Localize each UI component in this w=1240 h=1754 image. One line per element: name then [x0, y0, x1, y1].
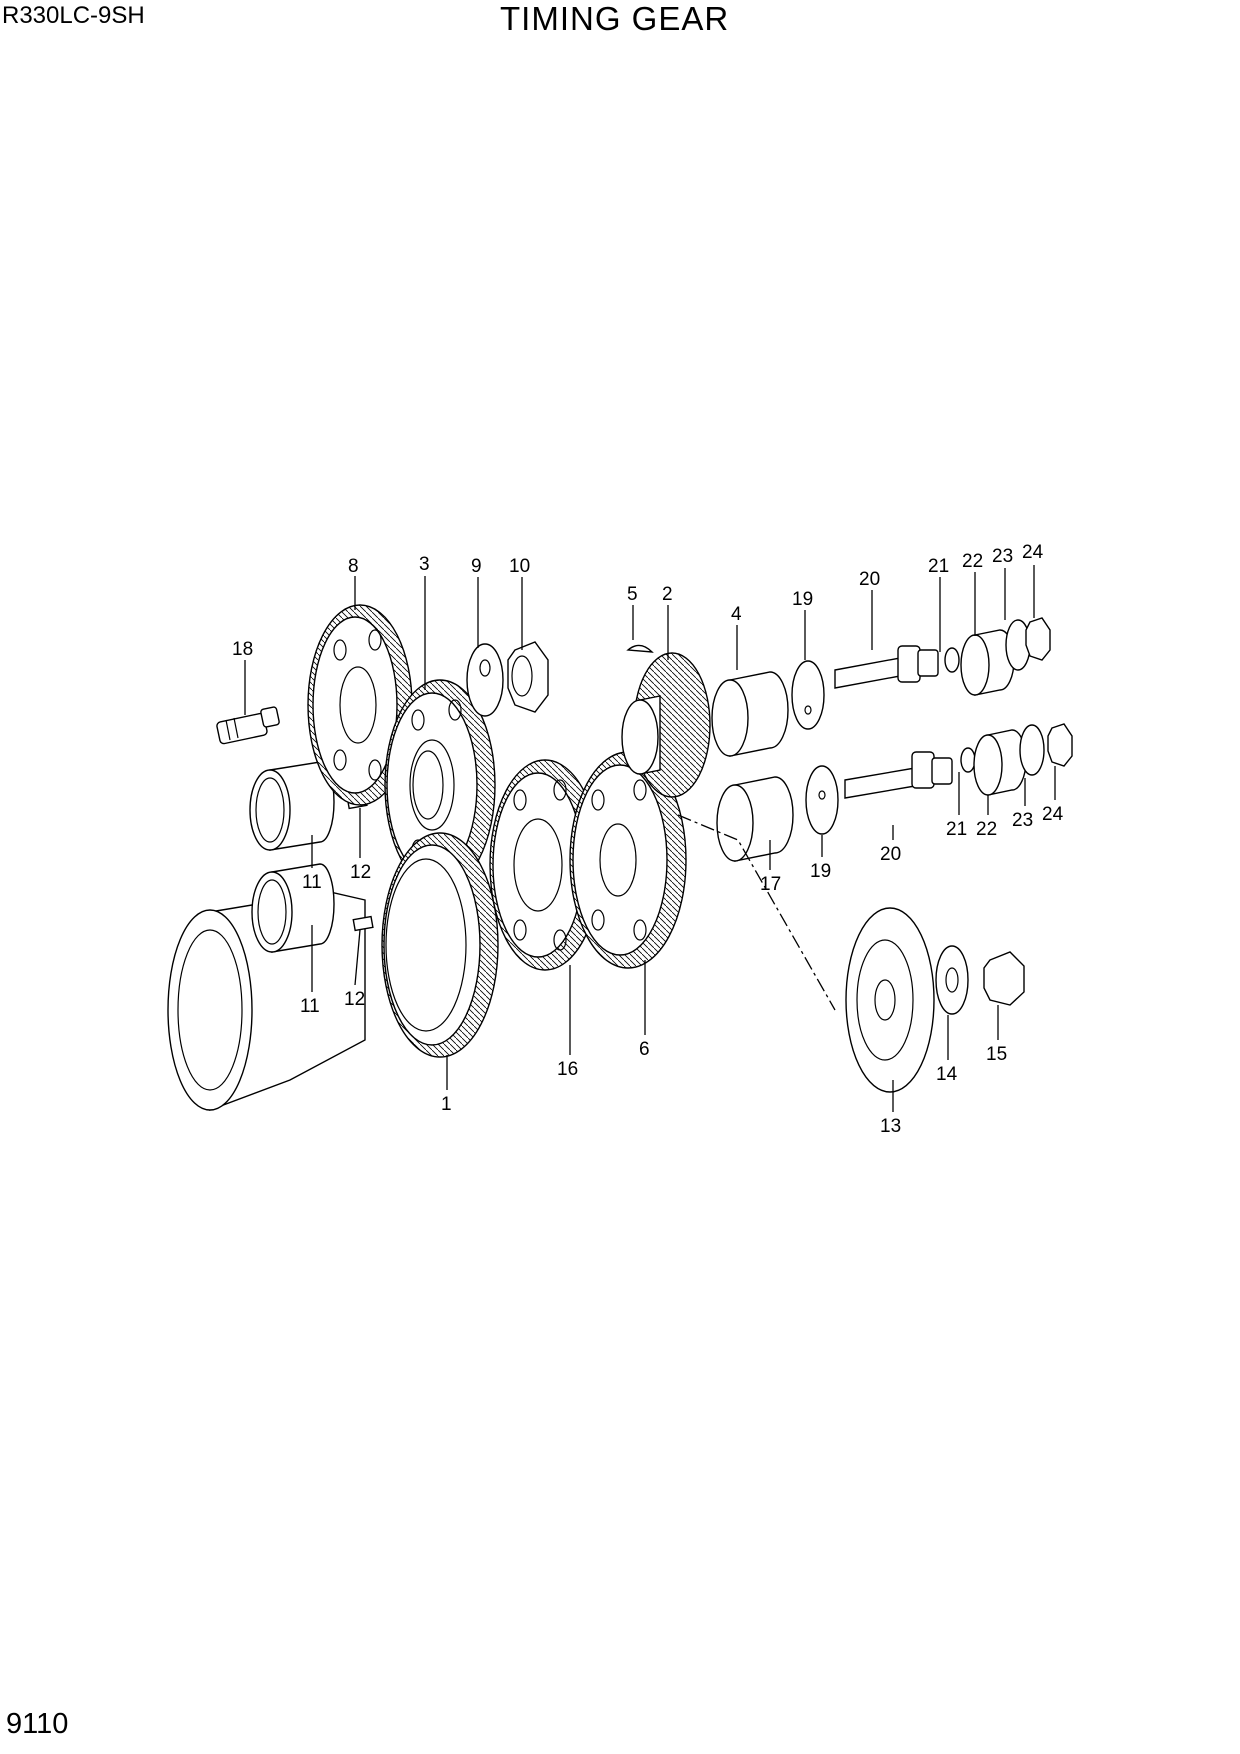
callout-labels: 8 3 9 10 5 2 4 19 20 21 22 23 24 18 11 1… [232, 542, 1064, 1137]
part-gear-6 [569, 751, 687, 969]
part-collar-22-lower [973, 729, 1027, 796]
part-housing-lower [167, 891, 366, 1112]
callout-14: 14 [936, 1064, 958, 1085]
part-washer-14 [935, 945, 969, 1015]
part-nut-24-lower [1047, 723, 1073, 767]
part-washer-19-upper [791, 660, 825, 730]
part-washer-19-lower [805, 765, 839, 835]
callout-23-upper: 23 [992, 546, 1013, 567]
callout-22-upper: 22 [962, 551, 983, 572]
callout-18: 18 [232, 639, 253, 660]
part-gear-8 [307, 604, 413, 806]
part-ring-21-upper [944, 647, 960, 673]
part-key-5 [626, 644, 654, 653]
part-sleeve-11-lower [251, 863, 335, 953]
part-gear-3 [384, 679, 496, 891]
callout-15: 15 [986, 1044, 1007, 1065]
part-gear-2 [621, 652, 711, 798]
callout-13: 13 [880, 1116, 901, 1137]
part-bolt-20-upper [834, 645, 939, 689]
callout-20-upper: 20 [859, 569, 880, 590]
callout-2: 2 [662, 584, 673, 605]
part-gear-16 [489, 759, 601, 971]
model-number: R330LC-9SH [2, 2, 145, 29]
callout-24-lower: 24 [1042, 804, 1064, 825]
callout-22-lower: 22 [976, 819, 997, 840]
callout-20-lower: 20 [880, 844, 901, 865]
callout-19-upper: 19 [792, 589, 813, 610]
callout-10: 10 [509, 556, 530, 577]
callout-19-lower: 19 [810, 861, 831, 882]
part-ring-gear-1 [381, 832, 499, 1058]
part-sleeve-4 [711, 671, 789, 757]
callout-3: 3 [419, 554, 430, 575]
callout-24-upper: 24 [1022, 542, 1044, 563]
leader-lines [244, 565, 1056, 1112]
page-number: 9110 [6, 1708, 69, 1740]
part-plate-13 [845, 907, 935, 1093]
callout-23-lower: 23 [1012, 810, 1033, 831]
callout-4: 4 [731, 604, 742, 625]
callout-12-upper: 12 [350, 862, 371, 883]
callout-11-lower: 11 [300, 996, 320, 1017]
callout-8: 8 [348, 556, 359, 577]
callout-21-lower: 21 [946, 819, 967, 840]
part-ring-21-lower [960, 747, 976, 773]
part-stud-18 [216, 706, 280, 745]
callout-6: 6 [639, 1039, 650, 1060]
callout-9: 9 [471, 556, 482, 577]
part-ring-23-lower [1019, 724, 1045, 776]
callout-5: 5 [627, 584, 638, 605]
part-nut-24-upper [1025, 617, 1051, 661]
part-washer-9 [466, 643, 504, 717]
part-bolt-20-lower [844, 751, 953, 799]
callout-12-lower: 12 [344, 989, 365, 1010]
part-key-12-lower [352, 915, 374, 932]
part-nut-15 [983, 951, 1025, 1006]
callout-16: 16 [557, 1059, 578, 1080]
callout-1: 1 [441, 1094, 452, 1115]
part-nut-10 [507, 641, 549, 713]
part-sleeve-17 [716, 776, 794, 862]
callout-17: 17 [760, 874, 781, 895]
part-sleeve-11-upper [249, 761, 335, 851]
assembly-center-line [677, 814, 836, 1011]
page-title: TIMING GEAR [500, 0, 730, 37]
callout-11-upper: 11 [302, 872, 322, 893]
callout-21-upper: 21 [928, 556, 949, 577]
